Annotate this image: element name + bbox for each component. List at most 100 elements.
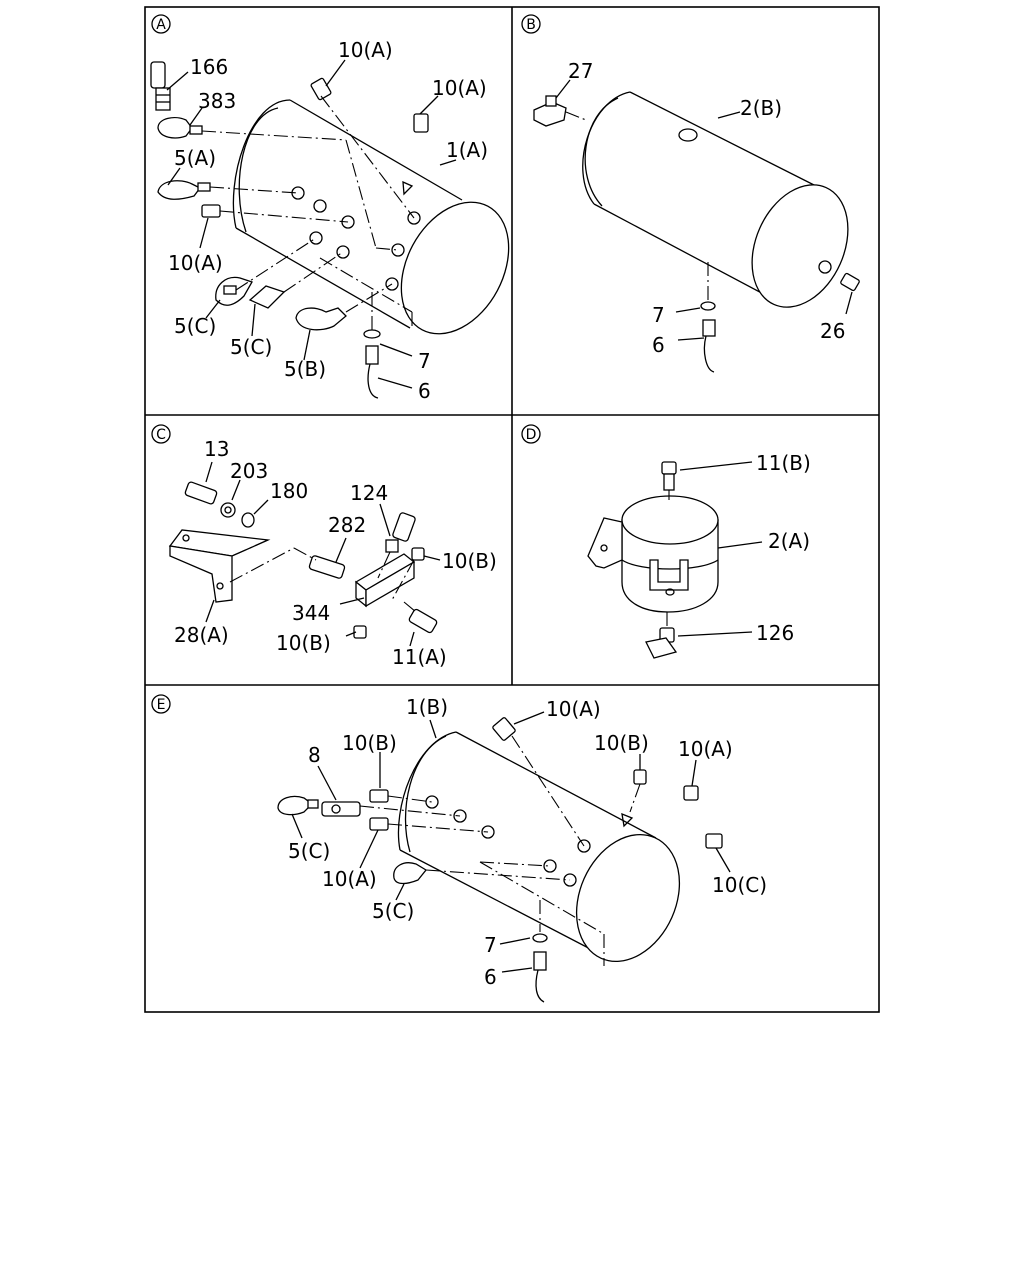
- drain-assembly-b: [700, 301, 716, 373]
- callout-7-e: 7: [484, 933, 497, 957]
- plug-10b-e1: [369, 789, 389, 803]
- plug-10a-e-top: [492, 717, 516, 741]
- plug-10a-right: [413, 113, 429, 133]
- callout-10a-top: 10(A): [338, 38, 393, 62]
- callout-2b: 2(B): [740, 96, 782, 120]
- callout-10b-e1: 10(B): [342, 731, 397, 755]
- section-marker-a: A: [151, 14, 171, 34]
- callout-282: 282: [328, 513, 366, 537]
- callout-10a-e-left: 10(A): [322, 867, 377, 891]
- sensor-124: [385, 512, 416, 553]
- callout-10b-e2: 10(B): [594, 731, 649, 755]
- connection-lines-e: [291, 711, 731, 973]
- callout-344: 344: [292, 601, 330, 625]
- fitting-166: [150, 61, 171, 111]
- fitting-8: [321, 801, 361, 817]
- callout-1a: 1(A): [446, 138, 488, 162]
- drain-assembly-a: [363, 329, 381, 399]
- callout-6-b: 6: [652, 333, 665, 357]
- callout-10a-e-right: 10(A): [678, 737, 733, 761]
- nut-203: [220, 502, 236, 518]
- connection-lines-d: [666, 461, 763, 637]
- tee-fitting-27: [533, 95, 567, 127]
- air-tank-1b: [397, 731, 681, 963]
- callout-10a-e-top: 10(A): [546, 697, 601, 721]
- callout-5c-e2: 5(C): [372, 899, 414, 923]
- elbow-5c-e1: [277, 795, 319, 816]
- plug-10a-left: [201, 204, 221, 218]
- callout-2a: 2(A): [768, 529, 810, 553]
- section-a: A: [150, 14, 510, 403]
- connection-lines-b: [555, 79, 853, 341]
- svg-text:C: C: [156, 427, 166, 443]
- fitting-5c-a1: [215, 276, 253, 306]
- callout-203: 203: [230, 459, 268, 483]
- callout-5b: 5(B): [284, 357, 326, 381]
- washer-180: [241, 512, 255, 528]
- callout-10a-right: 10(A): [432, 76, 487, 100]
- callout-1b: 1(B): [406, 695, 448, 719]
- callout-10a-left: 10(A): [168, 251, 223, 275]
- callout-10b-top: 10(B): [442, 549, 497, 573]
- callout-28a: 28(A): [174, 623, 229, 647]
- callout-13: 13: [204, 437, 229, 461]
- callout-6-e: 6: [484, 965, 497, 989]
- callout-26: 26: [820, 319, 845, 343]
- connection-lines-a: [166, 59, 457, 389]
- section-d: D 11(B) 2(A) 126: [521, 424, 811, 659]
- plug-10a-e-left: [369, 817, 389, 831]
- elbow-383: [157, 117, 203, 139]
- callout-124: 124: [350, 481, 388, 505]
- air-tank-2a: [587, 495, 719, 613]
- callout-8: 8: [308, 743, 321, 767]
- section-marker-b: B: [521, 14, 541, 34]
- callout-11b: 11(B): [756, 451, 811, 475]
- callout-7-b: 7: [652, 303, 665, 327]
- plug-10a-e-right: [683, 785, 699, 801]
- section-b: B: [521, 14, 860, 373]
- drain-assembly-e: [532, 933, 548, 1003]
- section-marker-e: E: [151, 694, 171, 714]
- svg-text:A: A: [156, 17, 166, 33]
- plug-10b-bottom: [353, 625, 367, 639]
- svg-text:E: E: [157, 697, 166, 713]
- plug-10c: [705, 833, 723, 849]
- fitting-11b: [661, 461, 677, 491]
- section-marker-d: D: [521, 424, 541, 444]
- callout-6-a: 6: [418, 379, 431, 403]
- elbow-5a: [157, 180, 211, 200]
- plug-10b-top: [411, 547, 425, 561]
- air-tank-2b: [582, 91, 849, 308]
- section-marker-c: C: [151, 424, 171, 444]
- callout-383: 383: [198, 89, 236, 113]
- callout-10b-bottom: 10(B): [276, 631, 331, 655]
- plug-26: [818, 260, 860, 292]
- section-c: C: [151, 424, 497, 669]
- callout-5c-a2: 5(C): [230, 335, 272, 359]
- callout-180: 180: [270, 479, 308, 503]
- bracket-28a: [168, 529, 271, 603]
- callout-7-a: 7: [418, 349, 431, 373]
- air-tank-1a: [232, 99, 510, 335]
- diagram-frame: [144, 6, 880, 1013]
- fitting-11a: [408, 608, 438, 634]
- fitting-282: [308, 555, 346, 579]
- callout-5a: 5(A): [174, 146, 216, 170]
- svg-text:D: D: [526, 427, 537, 443]
- callout-10c: 10(C): [712, 873, 767, 897]
- callout-5c-e1: 5(C): [288, 839, 330, 863]
- callout-126: 126: [756, 621, 794, 645]
- plug-10b-e2: [633, 769, 647, 785]
- callout-11a: 11(A): [392, 645, 447, 669]
- callout-27: 27: [568, 59, 593, 83]
- block-344: [354, 553, 416, 608]
- callout-5c-a1: 5(C): [174, 314, 216, 338]
- section-e: E: [151, 694, 767, 1003]
- svg-text:B: B: [526, 17, 536, 33]
- port-circles-a: [291, 186, 421, 291]
- connection-lines-c: [205, 461, 441, 647]
- fitting-5b: [295, 307, 347, 331]
- elbow-5c-e2: [393, 862, 427, 885]
- bolt-13: [184, 481, 218, 505]
